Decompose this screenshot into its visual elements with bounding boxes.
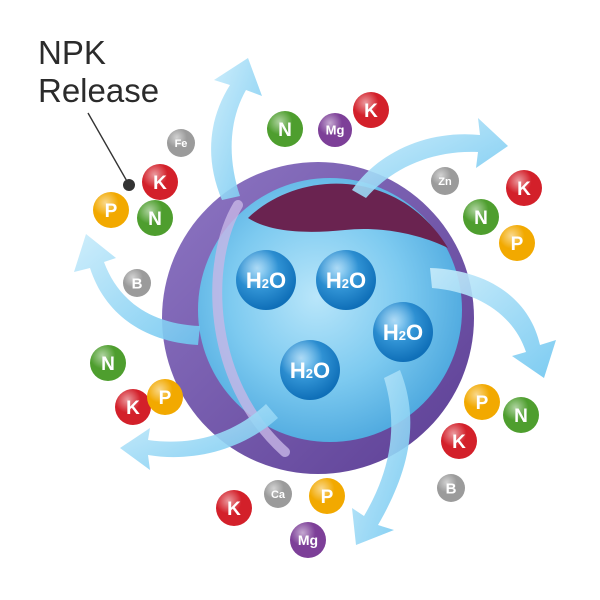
nutrient-ball-shine xyxy=(441,423,477,459)
arrow-left xyxy=(74,234,200,345)
nutrient-ball-shine xyxy=(90,345,126,381)
nutrient-ball-label: P xyxy=(476,393,489,414)
nutrient-ball-label: N xyxy=(514,406,528,427)
title-line-1: NPK xyxy=(38,34,106,71)
nutrient-ball-label: P xyxy=(159,388,172,409)
nutrient-ball-label: K xyxy=(517,179,531,200)
nutrient-ball-k: K xyxy=(216,490,252,526)
nutrient-ball-n: N xyxy=(463,199,499,235)
h2o-label: H2O xyxy=(290,358,330,383)
nutrient-ball-label: Ca xyxy=(271,489,286,501)
nutrient-ball-label: N xyxy=(148,209,162,230)
nutrient-ball-label: N xyxy=(278,120,292,141)
nutrient-ball-shine xyxy=(167,129,195,157)
h2o-shine xyxy=(236,250,296,310)
nutrient-ball-shine xyxy=(147,379,183,415)
nutrient-ball-label: N xyxy=(101,354,115,375)
nutrient-ball-n: N xyxy=(503,397,539,433)
nutrient-ball-label: P xyxy=(321,487,334,508)
nutrient-ball-shine xyxy=(437,474,465,502)
nutrient-ball-fe: Fe xyxy=(167,129,195,157)
nutrient-ball-p: P xyxy=(464,384,500,420)
nutrient-ball-shine xyxy=(353,92,389,128)
capsule-opening xyxy=(248,183,448,248)
h2o-shine xyxy=(373,302,433,362)
nutrient-ball-label: Fe xyxy=(175,138,188,150)
nutrient-ball-shine xyxy=(142,164,178,200)
nutrient-ball-p: P xyxy=(499,225,535,261)
nutrient-ball-shine xyxy=(115,389,151,425)
nutrient-ball-shine xyxy=(267,111,303,147)
h2o-shine xyxy=(316,250,376,310)
nutrient-ball-label: B xyxy=(446,480,457,497)
h2o-molecule: H2O xyxy=(373,302,433,362)
nutrient-ball-label: K xyxy=(126,398,140,419)
nutrient-ball-label: K xyxy=(227,499,241,520)
nutrient-ball-n: N xyxy=(267,111,303,147)
nutrient-ball-zn: Zn xyxy=(431,167,459,195)
nutrient-ball-label: Mg xyxy=(298,532,318,548)
nutrient-ball-p: P xyxy=(147,379,183,415)
arrow-up xyxy=(211,58,262,200)
nutrient-ball-mg: Mg xyxy=(318,113,352,147)
water-molecules: H2O H2O H2O H2O xyxy=(236,250,433,400)
nutrient-ball-shine xyxy=(309,478,345,514)
nutrient-ball-label: Zn xyxy=(438,176,452,188)
nutrient-ball-label: K xyxy=(452,432,466,453)
h2o-shine xyxy=(280,340,340,400)
nutrient-ball-mg: Mg xyxy=(290,522,326,558)
nutrient-ball-shine xyxy=(431,167,459,195)
nutrient-ball-label: K xyxy=(153,173,167,194)
nutrient-ball-shine xyxy=(463,199,499,235)
nutrient-ball-p: P xyxy=(309,478,345,514)
nutrient-ball-shine xyxy=(499,225,535,261)
nutrient-ball-shine xyxy=(318,113,352,147)
nutrient-ball-shine xyxy=(93,192,129,228)
h2o-label: H2O xyxy=(383,320,423,345)
nutrient-ball-k: K xyxy=(142,164,178,200)
nutrient-ball-shine xyxy=(137,200,173,236)
nutrient-ball-label: N xyxy=(474,208,488,229)
h2o-molecule: H2O xyxy=(280,340,340,400)
nutrient-ball-shine xyxy=(503,397,539,433)
nutrient-ball-shine xyxy=(123,269,151,297)
arrow-upper-right xyxy=(352,118,508,198)
pointer-dot xyxy=(123,179,135,191)
nutrient-ball-label: P xyxy=(511,234,524,255)
nutrient-ball-shine xyxy=(264,480,292,508)
nutrient-ball-b: B xyxy=(437,474,465,502)
nutrient-ball-k: K xyxy=(441,423,477,459)
h2o-molecule: H2O xyxy=(316,250,376,310)
nutrient-ball-label: Mg xyxy=(326,123,345,138)
h2o-label: H2O xyxy=(326,268,366,293)
title-pointer xyxy=(87,112,135,191)
nutrient-ball-shine xyxy=(464,384,500,420)
arrow-right xyxy=(430,268,556,378)
pointer-line xyxy=(87,112,129,184)
nutrient-ball-shine xyxy=(216,490,252,526)
nutrient-ball-shine xyxy=(506,170,542,206)
title-line-2: Release xyxy=(38,72,160,109)
nutrient-ball-b: B xyxy=(123,269,151,297)
nutrient-ball-k: K xyxy=(353,92,389,128)
nutrient-ball-n: N xyxy=(90,345,126,381)
nutrient-ball-n: N xyxy=(137,200,173,236)
release-arrows xyxy=(74,58,556,545)
nutrient-ball-ca: Ca xyxy=(264,480,292,508)
arrow-lower-left xyxy=(120,404,278,470)
nutrient-ball-k: K xyxy=(115,389,151,425)
nutrient-ball-k: K xyxy=(506,170,542,206)
nutrient-ball-shine xyxy=(290,522,326,558)
nutrient-ball-label: K xyxy=(364,101,378,122)
arrow-lower-right xyxy=(352,370,411,545)
nutrient-ball-label: B xyxy=(132,275,143,292)
h2o-label: H2O xyxy=(246,268,286,293)
h2o-molecule: H2O xyxy=(236,250,296,310)
nutrient-ball-p: P xyxy=(93,192,129,228)
nutrient-ball-label: P xyxy=(105,201,118,222)
